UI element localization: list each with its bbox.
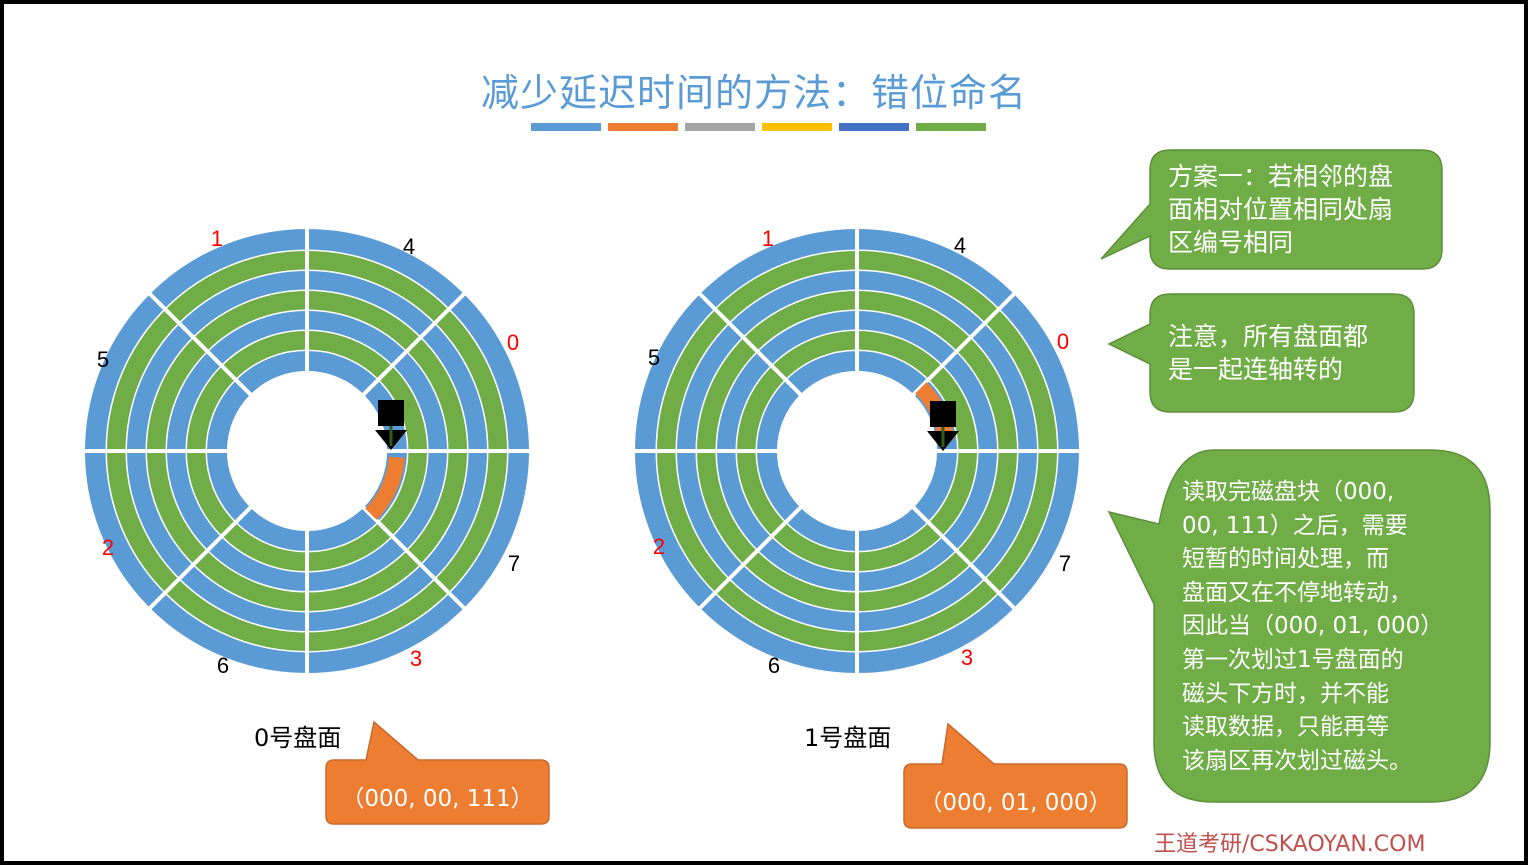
sector-divider: [912, 506, 1017, 611]
address-label-0: （000, 00, 111）: [341, 786, 534, 812]
disk1-sector-label: 0: [1057, 329, 1069, 354]
callout-bubble-2: [1107, 293, 1415, 413]
disk0-sector-label: 7: [508, 551, 520, 576]
callout-bubble-3: [1107, 449, 1491, 803]
watermark: 王道考研/CSKAOYAN.COM: [1154, 832, 1426, 857]
callout-3-line: 00, 111）之后，需要: [1182, 512, 1408, 539]
title-bar-5: [839, 123, 909, 131]
disk-caption-0: 0号盘面: [254, 724, 342, 752]
spindle-hole: [777, 371, 937, 531]
diagram-canvas: 0 1 2 3 4 5 6 7 0 1 2 3 4 5 6 7: [83, 149, 1491, 829]
callout-3-line: 磁头下方时，并不能: [1182, 680, 1389, 707]
sector-divider: [147, 291, 252, 396]
title-bar-6: [916, 123, 986, 131]
title-bar-1: [531, 123, 601, 131]
sector-divider: [697, 291, 802, 396]
disk1-sector-label: 3: [961, 645, 973, 670]
callout-3-line: 因此当（000, 01, 000）: [1182, 613, 1444, 640]
read-head-icon-0: [375, 400, 407, 450]
disk0-sector-label: 2: [102, 535, 114, 560]
disk0-sector-label: 0: [507, 330, 519, 355]
callout-3-line: 盘面又在不停地转动，: [1182, 579, 1412, 606]
disk1-sector-label: 1: [762, 226, 774, 251]
sector-divider: [362, 506, 467, 611]
callout-text-2: 注意，所有盘面都 是一起连轴转的: [1168, 320, 1368, 386]
read-head-body-0: [378, 400, 404, 426]
address-callout-bubble-1: [903, 722, 1128, 829]
callout-3-line: 读取数据，只能再等: [1182, 714, 1389, 741]
title-bar-2: [608, 123, 678, 131]
read-head-icon-1: [927, 401, 959, 451]
disk1-sector-label: 2: [653, 534, 665, 559]
disk0-sector-label: 3: [410, 646, 422, 671]
title-bar-4: [762, 123, 832, 131]
callout-bubble-1: [1100, 149, 1443, 270]
disk0-sector-label: 1: [211, 226, 223, 251]
disk-platter-1: [633, 227, 1081, 675]
highlighted-sector-0: [365, 456, 405, 520]
sector-divider: [912, 291, 1017, 396]
callout-text-1: 方案一：若相邻的盘 面相对位置相同处扇 区编号相同: [1168, 160, 1393, 259]
slide-title: 减少延迟时间的方法：错位命名: [480, 71, 1027, 115]
callout-1-line: 面相对位置相同处扇: [1168, 195, 1394, 224]
sector-divider: [362, 291, 467, 396]
callout-3-line: 读取完磁盘块（000,: [1182, 479, 1395, 505]
callout-3-line: 该扇区再次划过磁头。: [1182, 747, 1412, 774]
sector-divider: [697, 506, 802, 611]
callout-2-line: 是一起连轴转的: [1168, 355, 1344, 384]
sector-divider: [147, 506, 252, 611]
callout-3-line: 短暂的时间处理，而: [1182, 546, 1389, 573]
disk1-sector-label: 6: [768, 653, 780, 678]
callout-1-line: 方案一：若相邻的盘: [1168, 162, 1394, 191]
disk1-sector-label: 4: [954, 233, 966, 258]
callout-2-line: 注意，所有盘面都: [1168, 322, 1369, 351]
callout-3-line: 第一次划过1号盘面的: [1182, 646, 1404, 673]
disk-platter-0: [83, 227, 531, 675]
spindle-hole: [227, 371, 387, 531]
sector-dividers-1: [633, 227, 1081, 675]
address-callout-bubble-0: [325, 720, 550, 825]
callout-1-line: 区编号相同: [1168, 228, 1294, 257]
read-head-body-1: [930, 401, 956, 427]
disk1-sector-label: 7: [1059, 551, 1071, 576]
disk0-sector-label: 5: [97, 347, 109, 372]
disk1-sector-label: 5: [648, 345, 660, 370]
title-bar-3: [685, 123, 755, 131]
callout-text-3: 读取完磁盘块（000, 00, 111）之后，需要 短暂的时间处理，而 盘面又在…: [1182, 476, 1443, 778]
disk-caption-1: 1号盘面: [804, 724, 892, 752]
disk0-sector-label: 4: [403, 234, 415, 259]
address-label-1: （000, 01, 000）: [919, 790, 1112, 816]
disk0-sector-label: 6: [217, 653, 229, 678]
sector-dividers-0: [83, 227, 531, 675]
